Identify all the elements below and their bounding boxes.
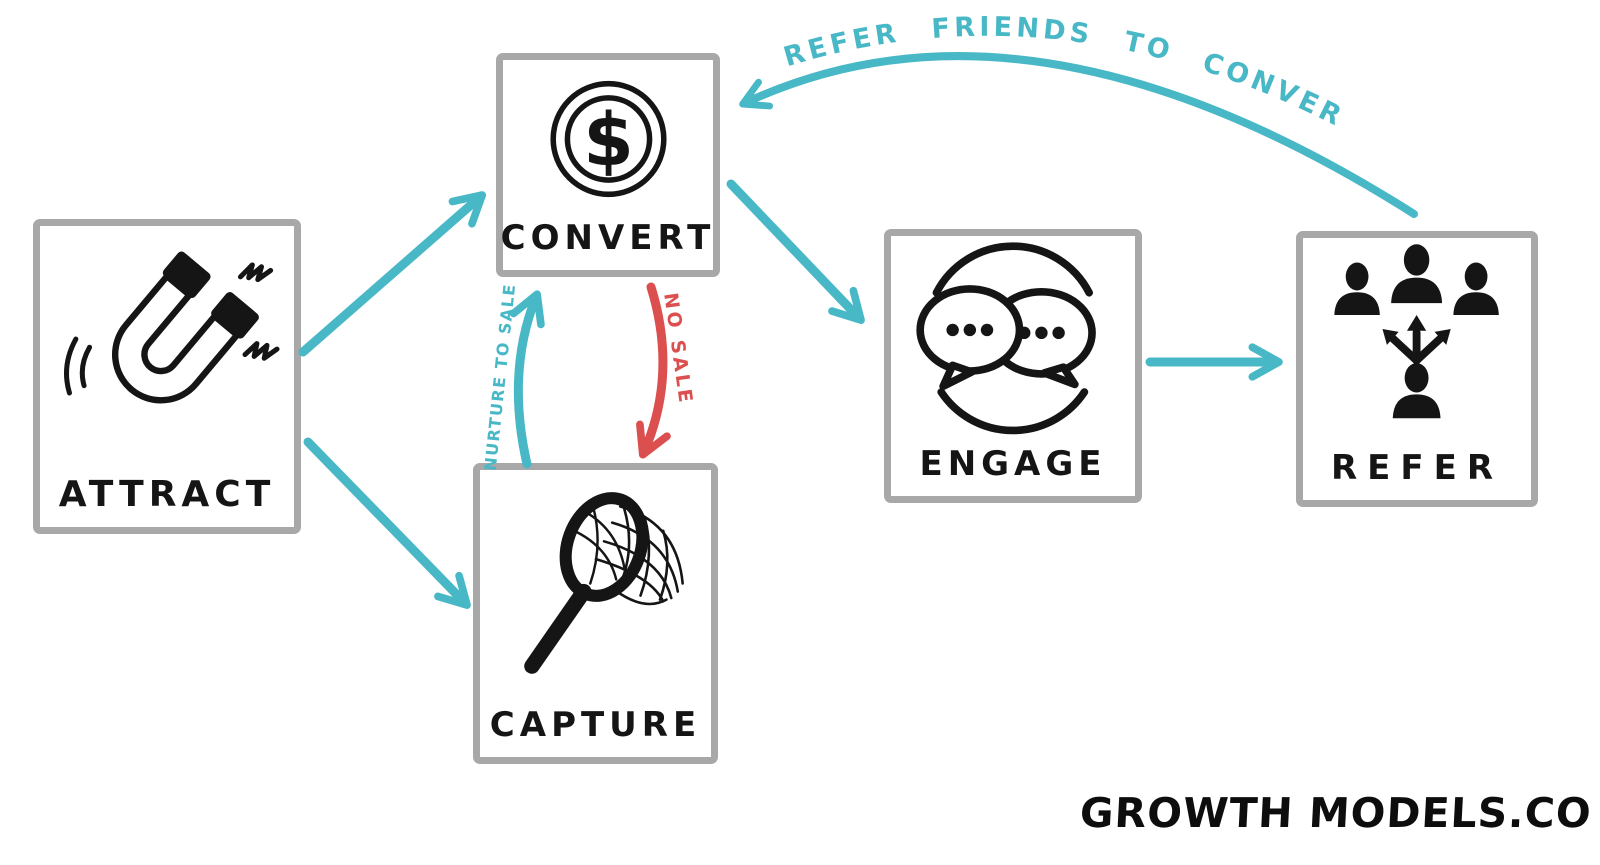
arrow-convert-to-engage xyxy=(726,179,865,324)
person-silhouette xyxy=(1334,262,1381,315)
motion-line xyxy=(79,344,92,389)
person-silhouette xyxy=(1453,262,1500,315)
node-label-attract: ATTRACT xyxy=(58,474,276,515)
chat-bubbles-icon xyxy=(916,242,1097,435)
arrow-attract-to-convert xyxy=(298,191,487,357)
watermark-growthmodels: GROWTH MODELS.CO xyxy=(1079,789,1594,837)
butterfly-net-icon xyxy=(523,492,684,674)
magnetism-squiggle xyxy=(237,262,273,283)
speech-bubble-left xyxy=(916,285,1024,391)
arrow-nurture-to-sale xyxy=(509,290,545,469)
person-silhouette xyxy=(1393,363,1441,419)
node-convert: $ CONVERT xyxy=(496,53,720,277)
node-engage: ENGAGE xyxy=(884,229,1142,503)
node-label-capture: CAPTURE xyxy=(489,705,702,745)
motion-line xyxy=(63,336,79,396)
magnet-icon xyxy=(63,251,280,404)
no-sale-label: NO SALE xyxy=(659,291,697,407)
arrow-attract-to-capture xyxy=(303,437,471,609)
net-handle xyxy=(523,583,592,674)
arrow-refer-to-convert-loop xyxy=(739,52,1418,218)
dollar-coin-icon: $ xyxy=(549,80,667,198)
node-attract: ATTRACT xyxy=(33,219,301,534)
node-label-engage: ENGAGE xyxy=(919,444,1107,484)
nurture-to-sale-label: NURTURE TO SALE xyxy=(480,282,520,472)
net-hoop xyxy=(559,492,649,602)
referral-network-icon xyxy=(1334,244,1500,419)
magnetism-squiggle xyxy=(242,341,280,361)
share-arrows xyxy=(1382,315,1452,365)
node-refer: REFER xyxy=(1296,231,1538,507)
person-silhouette xyxy=(1391,244,1443,304)
node-label-convert: CONVERT xyxy=(500,218,716,258)
arrow-no-sale xyxy=(636,282,671,459)
node-capture: CAPTURE xyxy=(473,463,718,764)
node-label-refer: REFER xyxy=(1330,448,1504,488)
dollar-sign: $ xyxy=(583,99,634,183)
